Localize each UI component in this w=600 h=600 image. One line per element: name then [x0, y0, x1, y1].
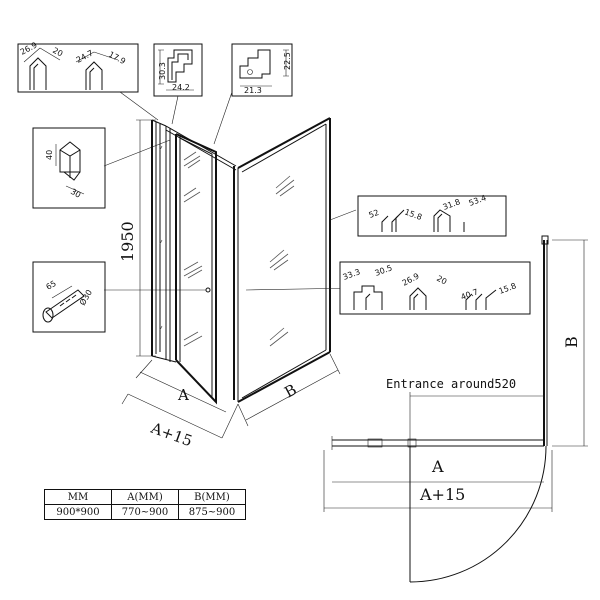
bottom-right-d4: 20 [435, 274, 448, 287]
side-dimension: B [237, 353, 341, 427]
hinge-dim-b: 20 [51, 46, 64, 59]
label-a15: A+15 [148, 419, 195, 451]
spec-header-a: A(MM) [111, 489, 179, 505]
wall-profile-1-width: 24.2 [172, 83, 190, 92]
knob-detail: 65 Ø30 [32, 261, 106, 333]
entrance-label: Entrance around520 [386, 377, 516, 391]
plan-label-a: A [431, 457, 444, 476]
height-label: 1950 [118, 221, 137, 262]
spec-header-mm: MM [44, 489, 112, 505]
spec-cell-b-range: 875~900 [178, 504, 246, 520]
plan-label-a15: A+15 [419, 485, 465, 504]
spec-table-row: 900*900 770~900 875~900 [44, 504, 246, 520]
spec-table-header-row: MM A(MM) B(MM) [44, 489, 246, 505]
hinge-profile-detail: 26.9 20 24.7 17.9 [17, 40, 139, 93]
wall-profile-detail-2: 22.5 21.3 [231, 43, 293, 97]
handle-detail: 40 30 [32, 127, 106, 209]
top-right-profile-detail: 52 15.8 31.8 53.4 [357, 193, 507, 237]
spec-header-b: B(MM) [178, 489, 246, 505]
bottom-right-profile-detail: 33.3 30.5 26.9 20 40.7 15.8 [339, 261, 531, 315]
handle-height: 40 [45, 150, 54, 160]
label-a: A [177, 386, 189, 404]
wall-profile-1-height: 30.3 [158, 62, 167, 80]
handle-width: 30 [69, 187, 82, 200]
label-b: B [281, 380, 299, 401]
width-dimensions: A A+15 [121, 359, 239, 451]
wall-profile-2-width: 21.3 [244, 86, 262, 95]
plan-label-b: B [562, 336, 581, 348]
spec-cell-a-range: 770~900 [111, 504, 179, 520]
spec-cell-size: 900*900 [44, 504, 112, 520]
spec-table: MM A(MM) B(MM) 900*900 770~900 875~900 [44, 489, 246, 520]
top-right-d1: 52 [368, 208, 381, 220]
height-dimension: 1950 [118, 119, 156, 357]
wall-profile-detail-1: 30.3 24.2 [153, 43, 203, 97]
wall-profile-2-height: 22.5 [283, 52, 292, 70]
knob-length: 65 [45, 279, 58, 292]
enclosure-3d-view [151, 117, 331, 405]
plan-view: B Entrance around520 A A+15 [323, 235, 588, 583]
